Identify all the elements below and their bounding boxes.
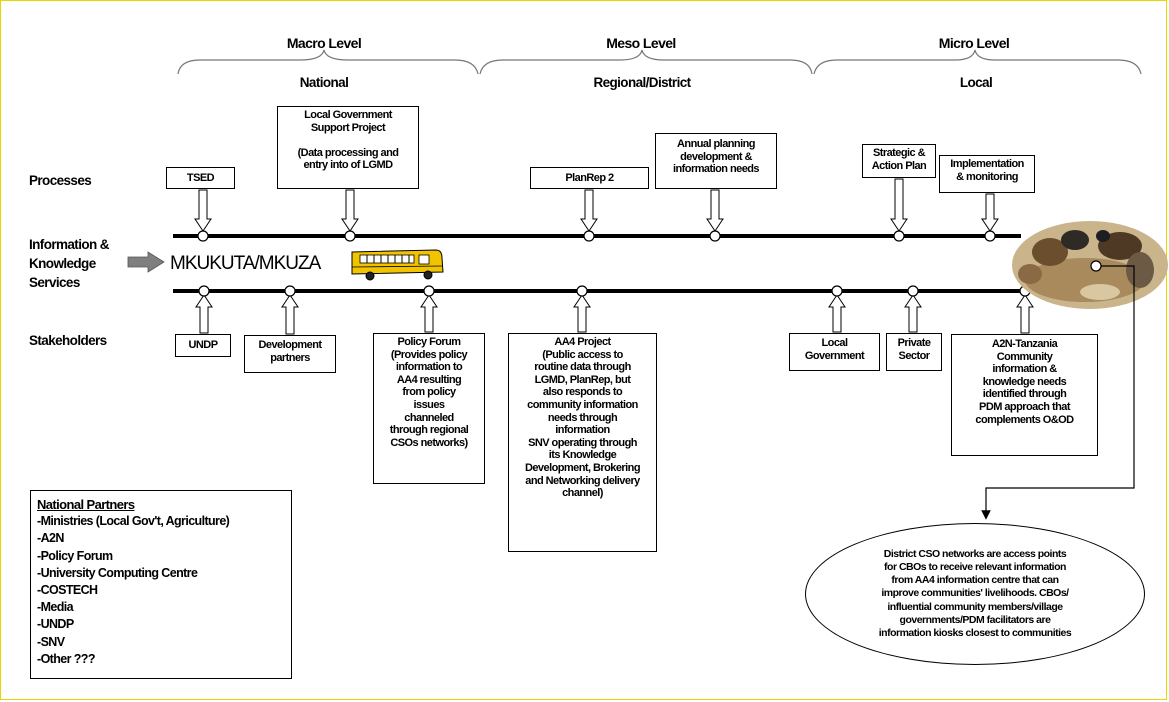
block-arrow-strategic: [890, 178, 908, 232]
connector-arrow: [981, 265, 1135, 520]
bus-icon: [351, 249, 444, 281]
meso-scope: Regional/District: [593, 75, 691, 90]
process-box-planrep: PlanRep 2: [530, 167, 649, 189]
info-row-label-3: Services: [29, 275, 80, 290]
partner-item: -Ministries (Local Gov't, Agriculture): [37, 514, 230, 529]
partner-item: -Policy Forum: [37, 548, 113, 563]
timeline-node: [1090, 260, 1102, 272]
stakeholder-box-a2n-tanzania: A2N-Tanzania Community information & kno…: [951, 334, 1098, 456]
stakeholder-box-private-sector: Private Sector: [886, 333, 942, 371]
partner-item: -Other ???: [37, 651, 95, 666]
timeline-node: [831, 285, 843, 297]
national-partners-title: National Partners: [37, 497, 135, 512]
block-arrow-tsed: [194, 189, 212, 232]
block-arrow-policy-forum: [420, 294, 438, 333]
block-arrow-aa4: [573, 294, 591, 333]
timeline-node: [284, 285, 296, 297]
block-arrow-annual: [706, 189, 724, 232]
community-photo: [1012, 221, 1168, 309]
timeline-node: [423, 285, 435, 297]
block-arrow-local-gov: [828, 294, 846, 333]
meso-brace: [479, 49, 813, 75]
stakeholders-row-label: Stakeholders: [29, 333, 107, 348]
process-box-annual-planning: Annual planning development & informatio…: [655, 133, 777, 189]
block-arrow-dev-partners: [281, 294, 299, 335]
stakeholder-box-aa4-project: AA4 Project (Public access to routine da…: [508, 333, 657, 552]
macro-scope: National: [299, 75, 349, 90]
entry-arrow-icon: [127, 251, 165, 273]
stakeholder-box-undp: UNDP: [175, 334, 231, 357]
micro-scope: Local: [959, 75, 993, 90]
timeline-node: [344, 230, 356, 242]
timeline-node: [198, 285, 210, 297]
partner-item: -University Computing Centre: [37, 565, 198, 580]
macro-level-title: Macro Level: [286, 35, 362, 51]
timeline-node: [709, 230, 721, 242]
stakeholder-box-policy-forum: Policy Forum (Provides policy informatio…: [373, 333, 485, 484]
partner-item: -Media: [37, 600, 74, 615]
timeline-node: [907, 285, 919, 297]
timeline-node: [893, 230, 905, 242]
process-box-strategic-plan: Strategic & Action Plan: [862, 144, 936, 178]
block-arrow-implementation: [981, 193, 999, 232]
block-arrow-a2n: [1016, 294, 1034, 334]
macro-brace: [177, 49, 479, 75]
partner-item: -COSTECH: [37, 583, 98, 598]
stakeholder-box-local-government: Local Government: [789, 333, 880, 371]
info-row-label-2: Knowledge: [29, 256, 96, 271]
process-box-implementation: Implementation & monitoring: [939, 155, 1035, 193]
process-box-lgsp: Local Government Support Project (Data p…: [277, 106, 419, 189]
timeline-node: [984, 230, 996, 242]
mkukuta-mkuza-label: MKUKUTA/MKUZA: [170, 253, 321, 274]
meso-level-title: Meso Level: [606, 35, 676, 51]
process-timeline: [173, 234, 1021, 238]
timeline-node: [583, 230, 595, 242]
block-arrow-planrep: [580, 189, 598, 232]
partner-item: -SNV: [37, 634, 65, 649]
block-arrow-undp: [195, 294, 213, 334]
national-partners-box: National Partners -Ministries (Local Gov…: [30, 490, 292, 679]
process-box-tsed: TSED: [166, 167, 235, 189]
cso-network-note: District CSO networks are access points …: [805, 523, 1145, 665]
partner-item: -A2N: [37, 531, 64, 546]
processes-row-label: Processes: [29, 173, 92, 188]
block-arrow-private: [904, 294, 922, 333]
stakeholder-box-development-partners: Development partners: [244, 335, 336, 373]
stakeholder-timeline: [173, 289, 1021, 293]
timeline-node: [197, 230, 209, 242]
info-row-label-1: Information &: [29, 237, 110, 252]
micro-brace: [813, 49, 1142, 75]
micro-level-title: Micro Level: [938, 35, 1010, 51]
block-arrow-lgsp: [341, 189, 359, 232]
timeline-node: [576, 285, 588, 297]
partner-item: -UNDP: [37, 617, 74, 632]
